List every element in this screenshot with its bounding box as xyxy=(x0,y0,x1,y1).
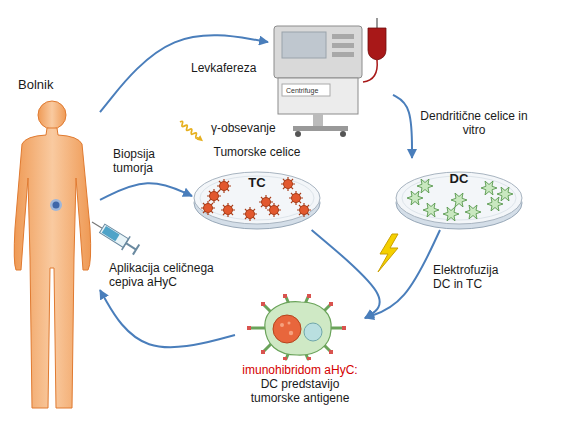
flow-arrow xyxy=(312,230,380,318)
machine-button xyxy=(332,43,354,48)
patient-head xyxy=(38,101,66,129)
machine-housing xyxy=(274,26,362,78)
machine-wheel xyxy=(340,131,346,137)
machine-button xyxy=(332,34,354,39)
tumor-cell xyxy=(297,203,311,217)
edge-label: Levkafereza xyxy=(190,62,257,76)
hybrid-cell: imunohibridom aHyC:DC predstavijo tumors… xyxy=(235,292,365,408)
hybrid-description: DC predstavijo tumorske antigene xyxy=(244,378,356,406)
dendritic-cell xyxy=(487,197,503,211)
blood-bag xyxy=(368,28,386,60)
dish-top xyxy=(396,172,522,224)
label-anchor: Levkafereza xyxy=(190,62,270,76)
machine-base xyxy=(293,126,348,131)
patient-label: Bolnik xyxy=(18,78,53,93)
hybrid-title: imunohibridom aHyC: xyxy=(242,364,357,378)
tumor-cell xyxy=(281,177,295,191)
dendritic-cell-dish: DC xyxy=(393,158,525,230)
gamma-wave xyxy=(178,120,205,144)
label-anchor: Elektrofuzija DC in TC xyxy=(432,264,512,292)
label-anchor: γ-obsevanje xyxy=(210,122,277,136)
tumor-nucleus xyxy=(273,315,301,343)
iv-hook xyxy=(376,18,378,28)
dish-top xyxy=(194,172,320,224)
tumor-cell xyxy=(243,207,257,221)
edge-label: Aplikacija celičnega cepiva aHyC xyxy=(108,262,226,290)
dendritic-cell xyxy=(465,205,481,219)
flow-arrow xyxy=(100,290,235,347)
radiation-label: γ-obsevanje xyxy=(210,122,277,136)
label-anchor: Dendritične celice in vitro xyxy=(418,110,530,138)
dendritic-cell xyxy=(423,203,439,217)
dendritic-cell xyxy=(451,193,467,207)
syringe-symbol xyxy=(88,215,141,256)
hybrid-cell-art xyxy=(247,294,346,360)
dish-inner xyxy=(200,176,314,220)
machine-label: Centrifuge xyxy=(286,87,318,95)
label-anchor: Biopsija tumorja xyxy=(112,148,174,176)
tc-dish-art xyxy=(194,172,320,229)
flow-arrow xyxy=(365,230,440,318)
dish-title: Tumorske celice xyxy=(214,146,301,160)
dc-dish-art xyxy=(396,172,522,229)
dendrites xyxy=(251,297,343,359)
tumor-cell xyxy=(289,191,303,205)
machine-stand xyxy=(313,114,323,126)
lightning-symbol xyxy=(378,234,398,272)
antigen-marks xyxy=(247,294,346,360)
machine-button xyxy=(332,52,354,57)
hybrid-cell-body xyxy=(265,302,331,355)
nucleus-dot xyxy=(280,323,284,327)
label-anchor: Aplikacija celičnega cepiva aHyC xyxy=(108,262,226,290)
apheresis-machine-art xyxy=(274,18,386,137)
tumor-spot xyxy=(53,202,60,209)
dish-label: DC xyxy=(450,172,469,187)
dish-label: TC xyxy=(248,176,265,191)
flow-arrow xyxy=(393,95,412,158)
flow-arrow xyxy=(100,35,268,112)
machine-screen xyxy=(282,32,326,58)
nucleus-dot xyxy=(288,322,291,325)
tumor-cell xyxy=(201,201,215,215)
apheresis-machine: Centrifuge xyxy=(268,18,393,140)
tumor-cell xyxy=(259,195,273,209)
tumor-cell-dish: Tumorske celiceTC xyxy=(192,146,322,230)
tumor-halo xyxy=(50,199,62,211)
machine-front xyxy=(278,78,358,114)
dc-nucleus xyxy=(304,323,322,341)
edge-label: Dendritične celice in vitro xyxy=(418,110,530,138)
dendritic-cell xyxy=(481,181,497,195)
blood-tube xyxy=(363,60,377,82)
flow-arrow xyxy=(100,183,192,200)
dendritic-cell xyxy=(417,179,433,193)
tumor-cell xyxy=(221,203,235,217)
patient-body xyxy=(14,128,90,408)
patient-figure: Bolnik xyxy=(10,78,100,413)
nucleus-dot xyxy=(289,331,293,335)
machine-label-panel xyxy=(282,84,330,96)
tumor-cell xyxy=(207,189,221,203)
edge-label: Biopsija tumorja xyxy=(112,148,174,176)
machine-wheel xyxy=(295,131,301,137)
patient-figure-art xyxy=(14,101,90,408)
dendritic-cell xyxy=(497,187,513,201)
edge-label: Elektrofuzija DC in TC xyxy=(432,264,512,292)
tumor-cell xyxy=(217,179,231,193)
dendritic-cell xyxy=(443,207,459,221)
